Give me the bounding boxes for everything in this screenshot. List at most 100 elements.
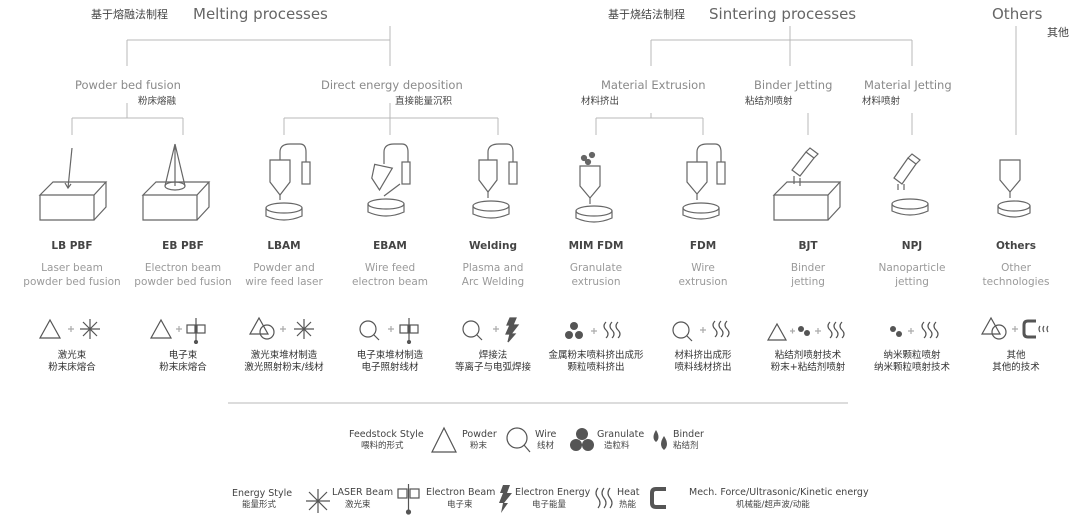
laser-beam-icon: [306, 489, 330, 513]
process-cn-2: 等离子与电弧焊接: [454, 362, 531, 373]
process-code: MIM FDM: [568, 240, 624, 252]
electron-powder-bed-icon: [141, 143, 211, 221]
granulate-hopper-icon: [575, 151, 613, 223]
binder-drop-icon: [890, 326, 902, 337]
process-desc-1: Plasma and: [462, 262, 524, 274]
feed-energy-row: [980, 316, 1049, 340]
feed-energy-row: [38, 318, 100, 339]
electron-beam-icon: [186, 318, 206, 344]
melting-title-cn: 基于熔融法制程: [91, 8, 168, 21]
process-code: BJT: [798, 240, 818, 252]
powder-triangle-icon: [431, 426, 457, 453]
legend-wire-cn: 线材: [537, 441, 555, 451]
process-desc-1: Electron beam: [144, 262, 222, 274]
process-cn-1: 其他: [1006, 350, 1026, 361]
process-cn-2: 粉末床熔合: [159, 362, 207, 373]
process-code: LBAM: [267, 240, 301, 252]
heat-icon: [712, 320, 730, 338]
sintering-title-en: Sintering processes: [709, 5, 857, 23]
process-cn-1: 激光束堆材制造: [250, 350, 318, 361]
process-cn-2: 喷料线材挤出: [674, 362, 732, 373]
subcat-pbf-cn: 粉床熔融: [138, 96, 177, 107]
subcat-ded-cn: 直接能量沉积: [395, 96, 453, 107]
process-code: Others: [996, 240, 1036, 252]
laser-beam-icon: [80, 319, 100, 339]
legend-laser-en: LASER Beam: [332, 487, 394, 498]
wire-circle-icon: [359, 320, 380, 341]
legend-heat-cn: 热能: [619, 500, 637, 510]
process-cn-1: 材料挤出成形: [674, 350, 732, 361]
electron-nozzle-icon: [367, 143, 411, 217]
legend-binder-cn: 粘结剂: [673, 441, 699, 451]
legend-feedstock-cn: 喂料的形式: [361, 441, 404, 451]
subcat-bj-en: Binder Jetting: [754, 78, 833, 92]
process-code: EBAM: [373, 240, 407, 252]
subcat-mj-cn: 材料喷射: [862, 96, 901, 107]
legend-mech-en: Mech. Force/Ultrasonic/Kinetic energy: [689, 487, 869, 498]
heat-icon: [603, 321, 621, 339]
process-cn-2: 激光照射粉末/线材: [244, 362, 324, 373]
melting-title-en: Melting processes: [193, 5, 328, 23]
feed-energy-row: [672, 320, 730, 342]
electron-beam-icon: [397, 484, 420, 515]
mech-force-icon: [650, 487, 666, 509]
granulate-icon: [565, 322, 583, 339]
heat-icon: [595, 487, 613, 509]
subcat-mex-en: Material Extrusion: [601, 78, 706, 92]
feed-energy-row: [766, 321, 845, 341]
legend-binder-en: Binder: [673, 429, 704, 440]
legend-eenergy-cn: 电子能量: [532, 500, 567, 510]
powder-wire-icon: [248, 316, 275, 340]
laser-nozzle-icon: [265, 143, 311, 221]
feed-energy-row: [149, 318, 206, 344]
process-code: Welding: [468, 240, 518, 252]
feed-energy-row: [565, 321, 621, 339]
process-code: LB PBF: [51, 240, 93, 252]
process-desc-2: powder bed fusion: [134, 276, 232, 288]
process-cn-1: 电子束堆材制造: [356, 350, 424, 361]
process-desc-1: Nanoparticle: [878, 262, 946, 274]
subcat-mex-cn: 材料挤出: [581, 96, 620, 107]
feed-energy-row: [890, 321, 939, 339]
legend-powder-en: Powder: [462, 429, 497, 440]
feed-energy-row: [248, 316, 314, 340]
legend-heat-en: Heat: [617, 487, 640, 498]
process-cn-2: 电子照射线材: [361, 362, 419, 373]
legend-wire-en: Wire: [535, 429, 557, 440]
subcat-pbf-en: Powder bed fusion: [75, 78, 181, 92]
subcat-bj-cn: 粘结剂喷射: [745, 96, 793, 107]
binder-drop-icon: [653, 430, 667, 450]
mech-force-icon: [1022, 319, 1049, 339]
process-desc-2: extrusion: [678, 276, 728, 288]
welding-nozzle-icon: [472, 143, 518, 219]
others-title-en: Others: [992, 5, 1043, 23]
process-desc-2: jetting: [895, 276, 929, 288]
process-cn-2: 粉末床熔合: [48, 362, 96, 373]
process-desc-1: Laser beam: [41, 262, 103, 274]
process-desc-1: Granulate: [569, 262, 623, 274]
process-code: FDM: [689, 240, 717, 252]
feed-energy-row: [462, 317, 520, 343]
other-hopper-icon: [997, 159, 1031, 218]
heat-icon: [921, 321, 939, 339]
process-cn-1: 激光束: [57, 350, 87, 361]
process-desc-1: Wire feed: [364, 262, 416, 274]
sintering-title-cn: 基于烧结法制程: [608, 8, 685, 21]
process-cn-2: 颗粒喷料挤出: [567, 362, 625, 373]
process-desc-2: extrusion: [571, 276, 621, 288]
legend-granulate-cn: 造粒料: [604, 441, 630, 451]
legend-laser-cn: 激光束: [345, 500, 371, 510]
process-cn-1: 纳米颗粒喷射: [883, 350, 941, 361]
legend-granulate-en: Granulate: [597, 429, 645, 440]
subcat-mj-en: Material Jetting: [864, 78, 952, 92]
process-cn-2: 其他的技术: [992, 362, 1040, 373]
process-cn-1: 焊接法: [478, 350, 508, 361]
process-cn-2: 纳米颗粒喷射技术: [873, 362, 950, 373]
subcat-ded-en: Direct energy deposition: [321, 78, 463, 92]
powder-binder-icon: [766, 322, 810, 341]
feed-energy-row: [359, 318, 419, 344]
process-desc-1: Binder: [790, 262, 826, 274]
legend-feedstock-en: Feedstock Style: [349, 429, 424, 440]
binder-jet-icon: [772, 147, 842, 221]
